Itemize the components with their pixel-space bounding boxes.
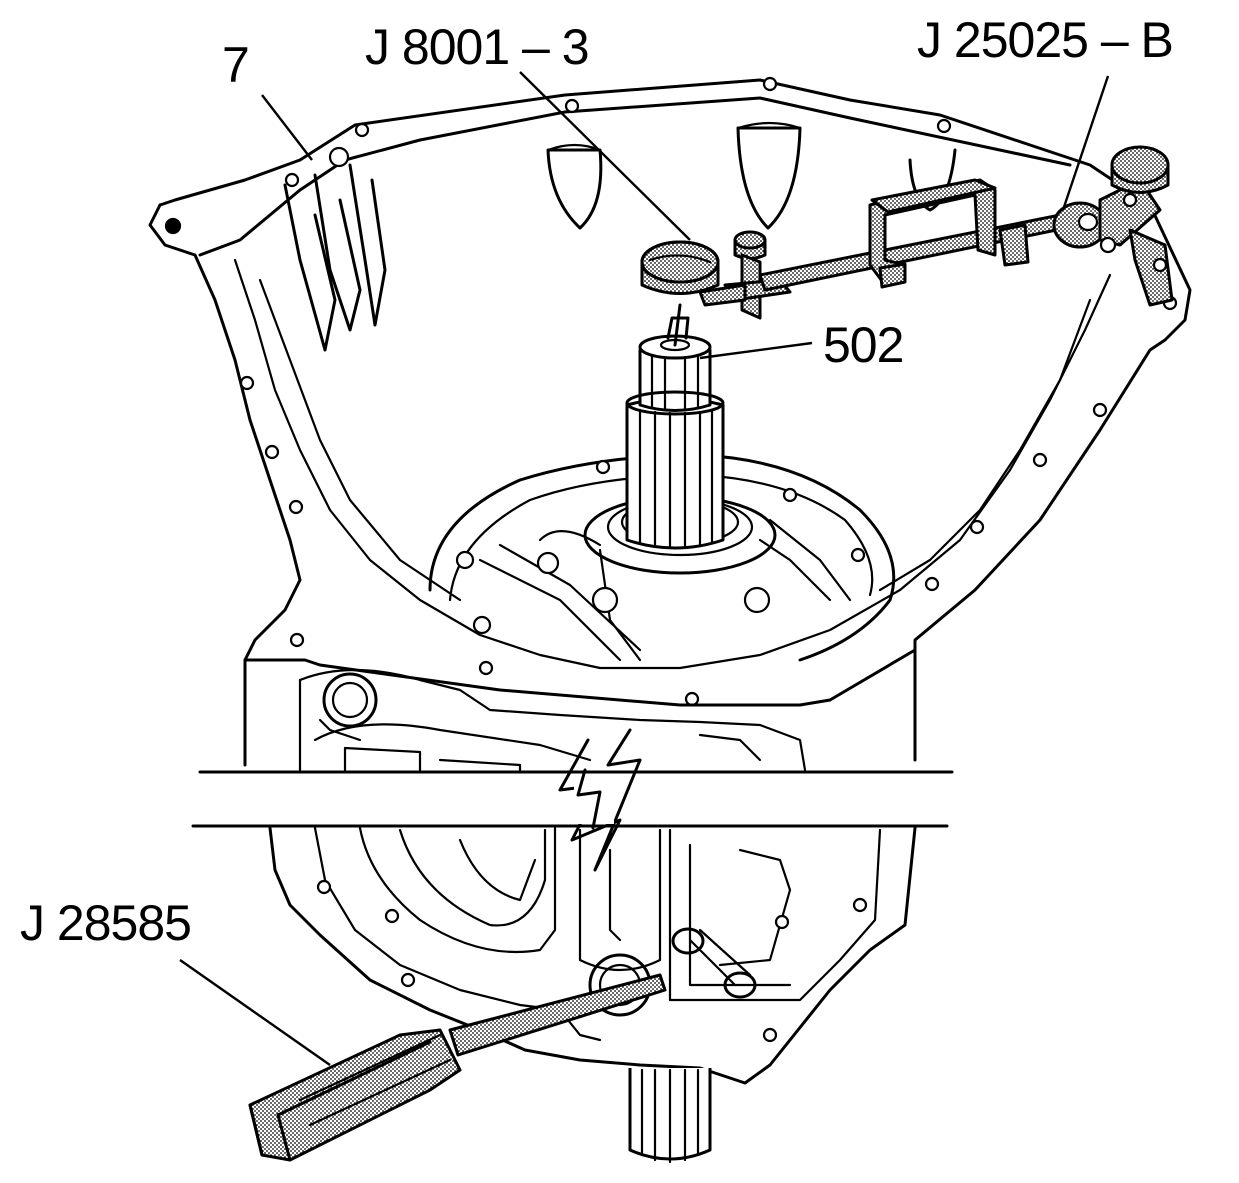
bell-housing (148, 76, 1192, 767)
break-lines (191, 728, 954, 872)
callout-502: 502 (823, 317, 904, 373)
dial-indicator-set (640, 145, 1174, 347)
callout-j28585: J 28585 (20, 895, 192, 951)
pump-body (428, 453, 896, 662)
leader-lines (179, 71, 1110, 1066)
housing-fingers (283, 121, 957, 352)
case-lower (268, 826, 917, 1085)
callout-7: 7 (222, 37, 250, 93)
input-shaft (625, 334, 725, 550)
screwdriver-tool (248, 973, 667, 1162)
output-shaft (628, 1068, 712, 1164)
callout-j8001-3: J 8001 – 3 (365, 19, 590, 75)
case-upper (243, 648, 917, 774)
callout-j25025-b: J 25025 – B (917, 12, 1174, 68)
